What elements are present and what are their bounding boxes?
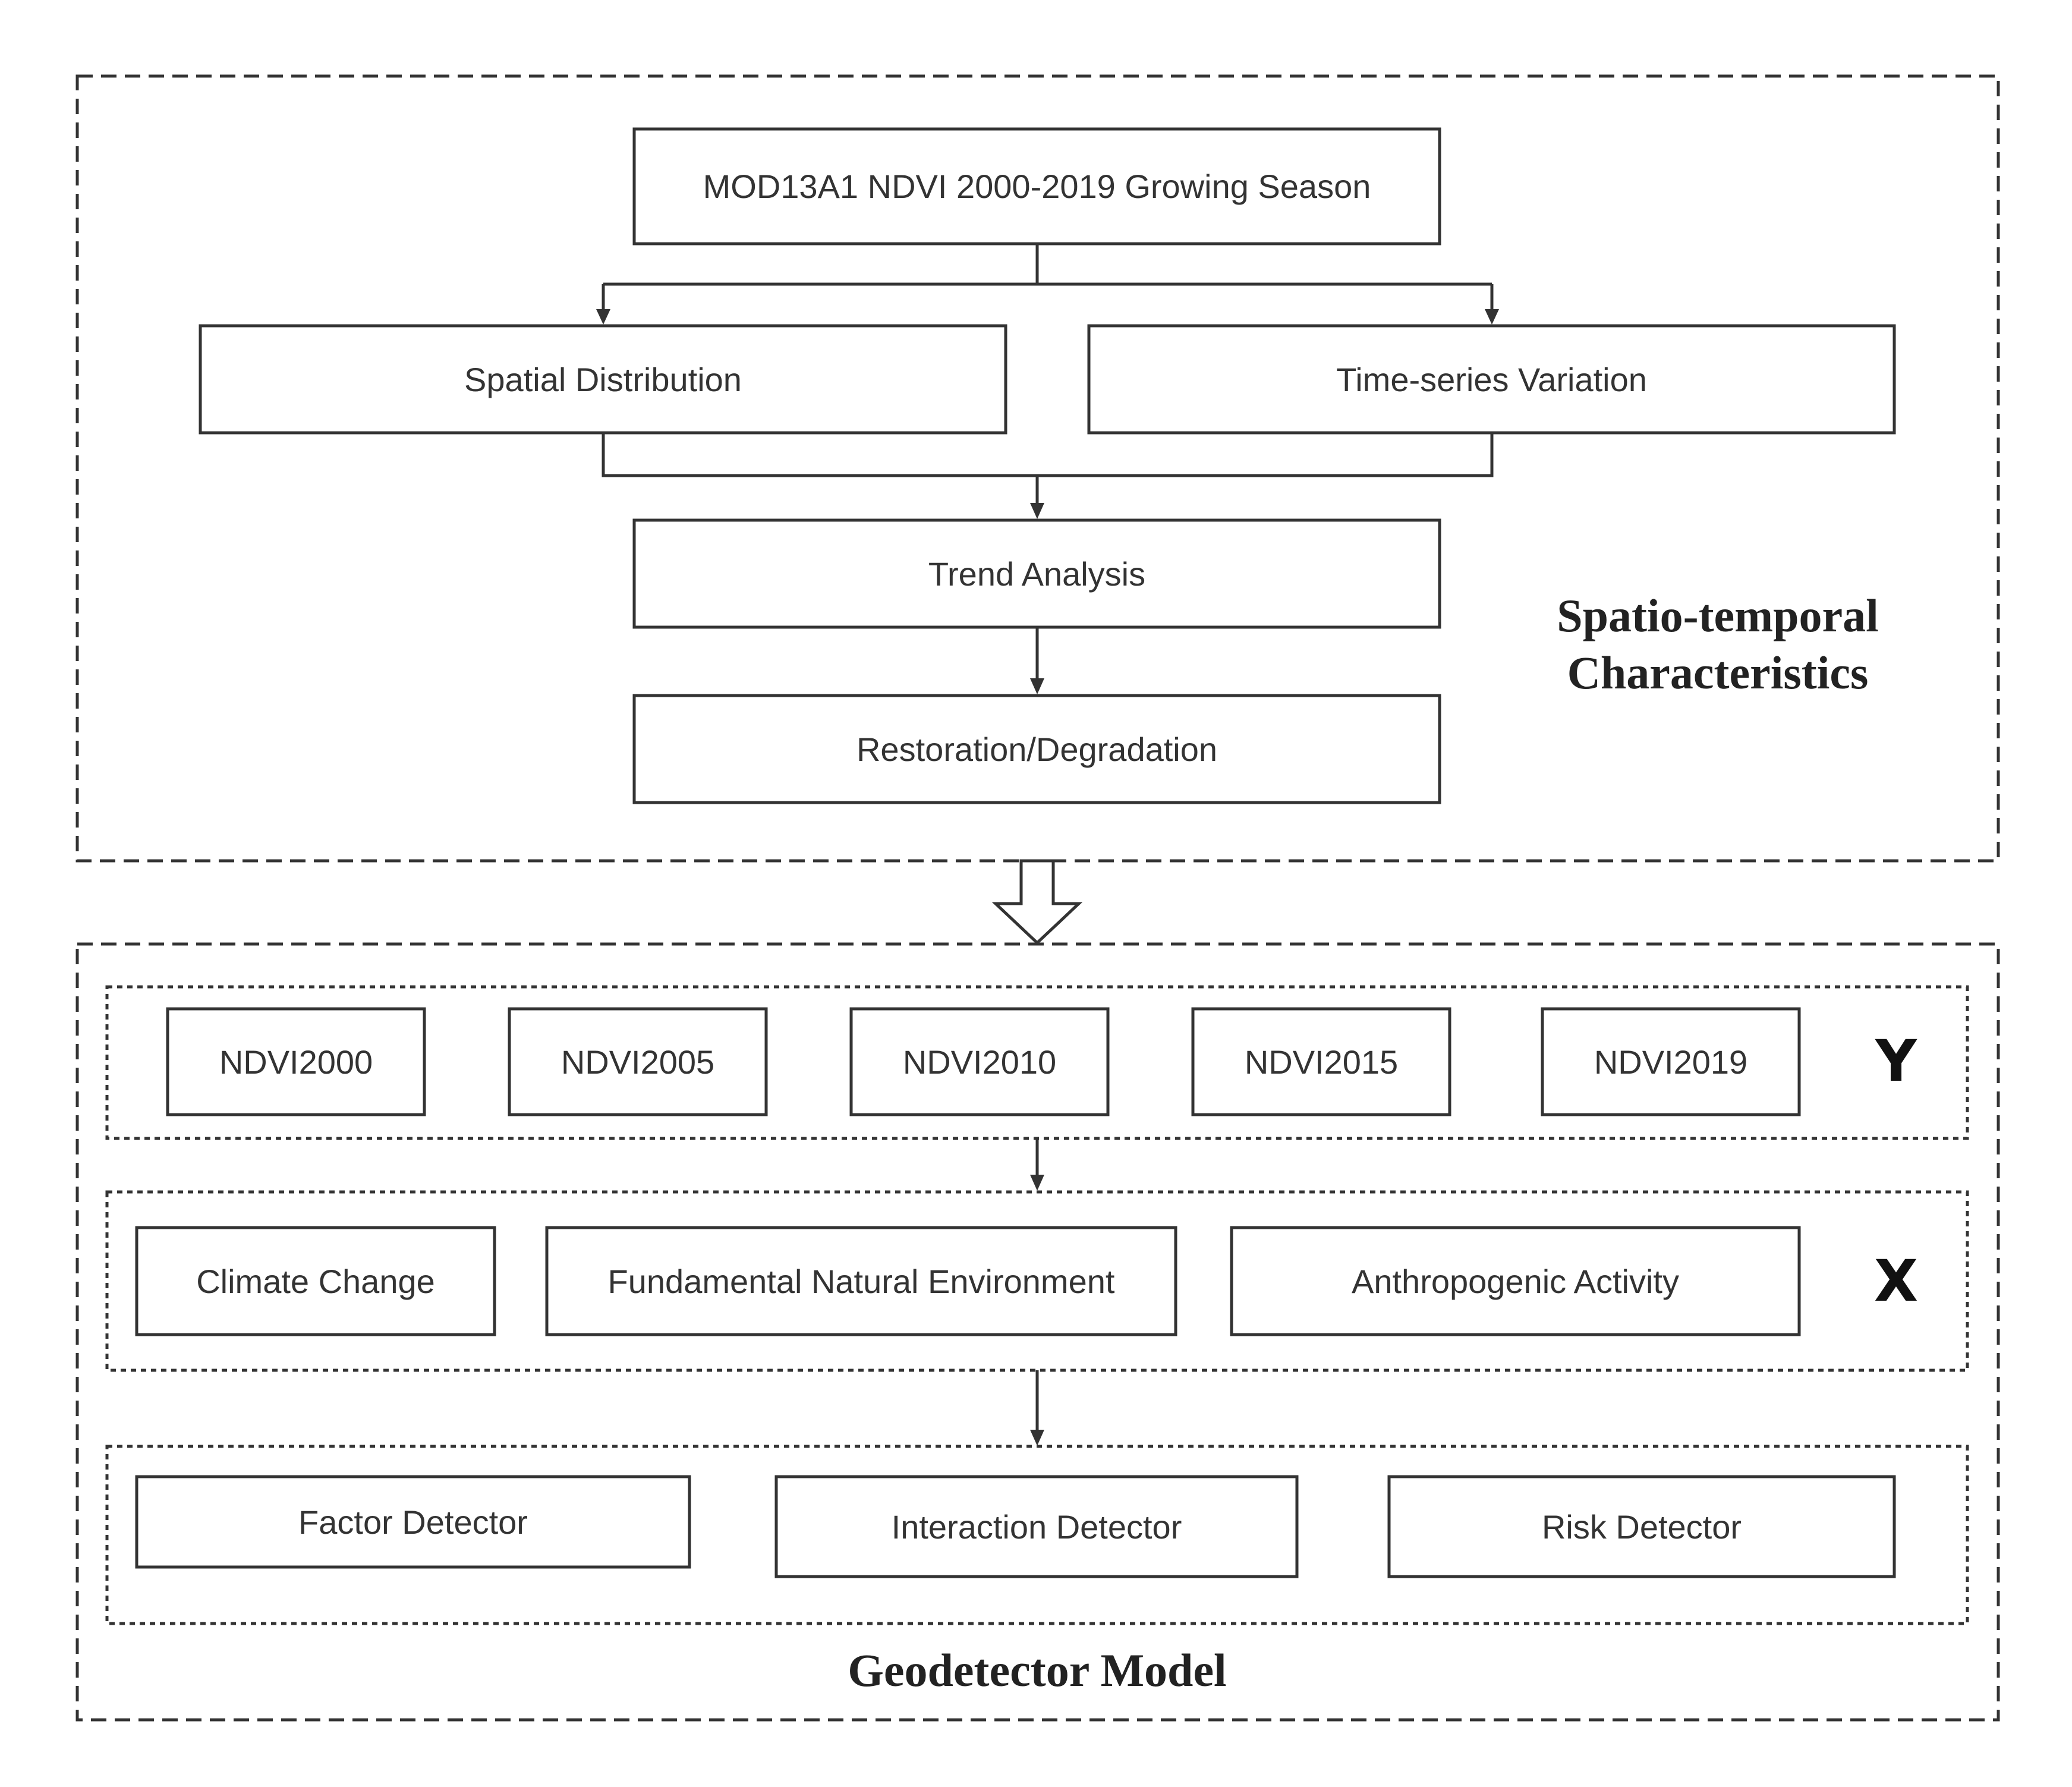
trend-analysis-box bbox=[632, 518, 1441, 629]
time-series-variation-label: Time-series Variation bbox=[1336, 360, 1647, 398]
section-transition-arrow bbox=[991, 859, 1083, 945]
merge-connector bbox=[602, 433, 1494, 510]
interaction-detector-box bbox=[774, 1475, 1299, 1578]
detector-group-frame bbox=[105, 1445, 1969, 1625]
x-variable-label: X bbox=[1873, 1248, 1918, 1314]
anthropogenic-activity-label: Anthropogenic Activity bbox=[1352, 1262, 1679, 1300]
time-series-variation-box bbox=[1087, 324, 1896, 435]
arrow-to-detector-group bbox=[1030, 1430, 1044, 1446]
ndvi2005-box bbox=[508, 1007, 768, 1116]
trend-analysis-label: Trend Analysis bbox=[928, 555, 1146, 593]
arrow-to-trend bbox=[1030, 503, 1044, 519]
anthropogenic-activity-box bbox=[1230, 1226, 1801, 1336]
ndvi2010-box bbox=[849, 1007, 1110, 1116]
interaction-detector-label: Interaction Detector bbox=[891, 1508, 1182, 1546]
climate-change-label: Climate Change bbox=[196, 1262, 435, 1300]
ndvi2015-box bbox=[1191, 1007, 1451, 1116]
factor-detector-label: Factor Detector bbox=[298, 1503, 528, 1541]
arrow-to-restoration bbox=[1030, 678, 1044, 694]
y-variable-label: Y bbox=[1875, 1028, 1917, 1094]
risk-detector-label: Risk Detector bbox=[1541, 1508, 1742, 1546]
risk-detector-box bbox=[1387, 1475, 1896, 1578]
ndvi2019-label: NDVI2019 bbox=[1594, 1043, 1748, 1081]
source-split-connector bbox=[602, 244, 1494, 320]
restoration-degradation-label: Restoration/Degradation bbox=[856, 730, 1218, 768]
ndvi2015-label: NDVI2015 bbox=[1244, 1043, 1399, 1081]
spatial-distribution-label: Spatial Distribution bbox=[464, 360, 742, 398]
top-section-title-line2: Characteristics bbox=[1567, 647, 1869, 699]
x-group-frame bbox=[105, 1190, 1969, 1372]
arrow-to-x-group bbox=[1030, 1175, 1044, 1191]
climate-change-box bbox=[135, 1226, 496, 1336]
ndvi2019-box bbox=[1541, 1007, 1801, 1116]
arrow-to-temporal bbox=[1485, 309, 1499, 325]
source-label: MOD13A1 NDVI 2000-2019 Growing Season bbox=[703, 168, 1371, 205]
ndvi2000-box bbox=[166, 1007, 426, 1116]
factor-detector-box bbox=[135, 1475, 691, 1569]
ndvi2000-label: NDVI2000 bbox=[219, 1043, 373, 1081]
restoration-degradation-box bbox=[632, 694, 1441, 804]
top-section-title: Spatio-temporal Characteristics bbox=[1474, 587, 1961, 701]
bottom-section-title: Geodetector Model bbox=[848, 1644, 1227, 1696]
top-section-title-line1: Spatio-temporal bbox=[1557, 590, 1879, 641]
source-box bbox=[632, 127, 1441, 246]
ndvi2005-label: NDVI2005 bbox=[560, 1043, 715, 1081]
natural-environment-box bbox=[545, 1226, 1177, 1336]
natural-environment-label: Fundamental Natural Environment bbox=[607, 1262, 1115, 1300]
ndvi2010-label: NDVI2010 bbox=[902, 1043, 1057, 1081]
arrow-to-spatial bbox=[596, 309, 610, 325]
